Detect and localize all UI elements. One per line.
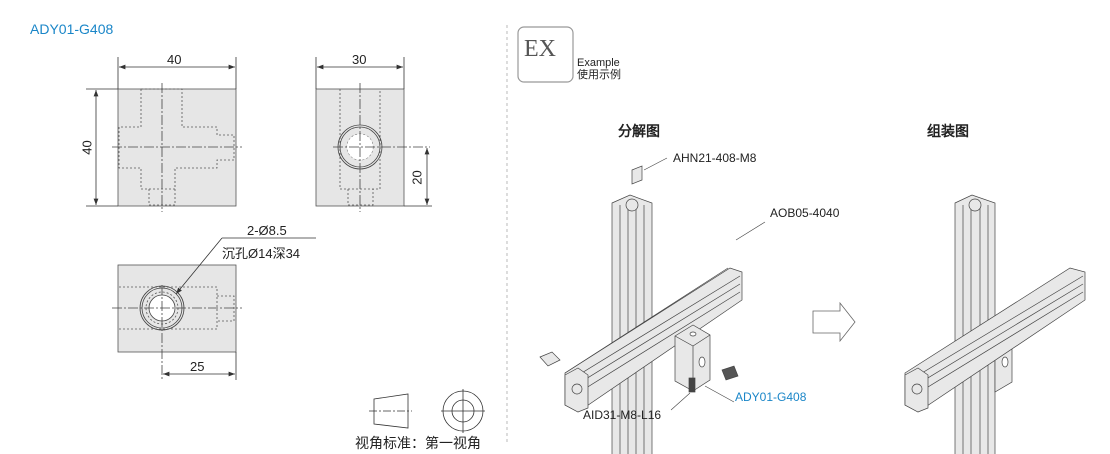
label-bolt: AID31-M8-L16 xyxy=(583,408,662,422)
counterbore-spec: 沉孔Ø14深34 xyxy=(222,246,301,261)
example-title-cn: 使用示例 xyxy=(577,69,621,81)
hole-offset-dim: 25 xyxy=(190,359,205,374)
front-height-dim: 40 xyxy=(79,140,95,155)
first-angle-projection-symbol xyxy=(369,389,485,433)
part-number-title: ADY01-G408 xyxy=(30,21,114,37)
projection-label: 视角标准：第一视角 xyxy=(355,435,481,451)
example-badge xyxy=(517,26,574,83)
side-height-dim: 20 xyxy=(409,170,425,185)
hole-spec: 2-Ø8.5 xyxy=(247,223,287,238)
label-bracket: ADY01-G408 xyxy=(735,390,807,404)
example-badge-text: EX xyxy=(524,36,556,62)
assembled-title: 组装图 xyxy=(927,123,969,139)
front-width-dim: 40 xyxy=(167,52,182,67)
label-profile: AOB05-4040 xyxy=(770,206,840,220)
example-title-en: Example xyxy=(577,57,620,69)
assembled-illustration xyxy=(904,194,1086,454)
side-width-dim: 30 xyxy=(352,52,367,67)
exploded-title: 分解图 xyxy=(618,123,660,139)
front-view xyxy=(86,57,242,212)
assembly-arrow xyxy=(812,301,856,343)
exploded-assembly-illustration xyxy=(539,165,743,454)
side-view xyxy=(315,57,432,212)
label-nut: AHN21-408-M8 xyxy=(673,151,757,165)
bottom-view xyxy=(112,237,316,380)
